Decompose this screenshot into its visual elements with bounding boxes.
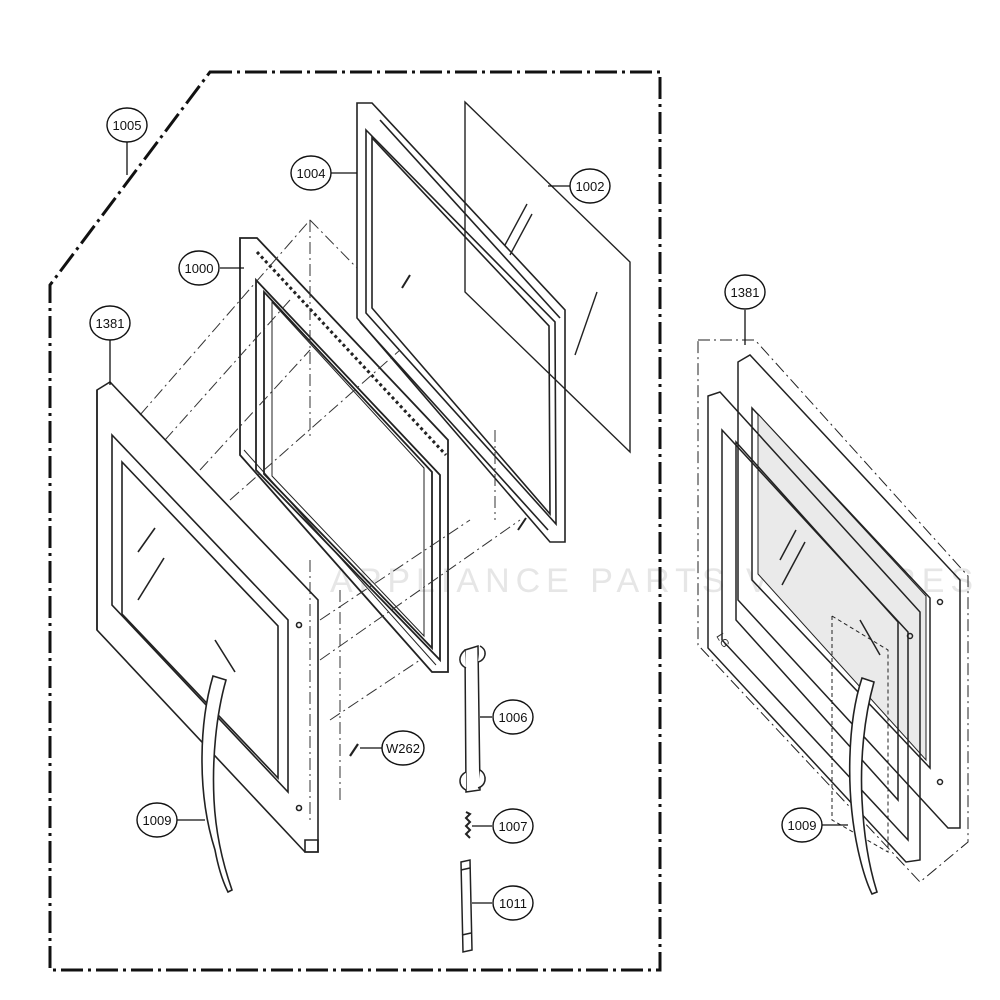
callout-1381-left-label: 1381 — [96, 316, 125, 331]
assembly-guide-lines-left — [139, 219, 521, 820]
part-1002-glass-panel — [464, 100, 631, 454]
callout-1009-left-label: 1009 — [143, 813, 172, 828]
callout-1004-label: 1004 — [297, 166, 326, 181]
callout-1005-label: 1005 — [113, 118, 142, 133]
callout-1011-label: 1011 — [499, 896, 527, 911]
callout-1002: 1002 — [569, 168, 611, 204]
callout-1000-label: 1000 — [185, 261, 214, 276]
callout-1009-right: 1009 — [781, 807, 823, 843]
part-1381-alt-door-right — [697, 339, 969, 883]
callout-1381-right: 1381 — [724, 274, 766, 310]
part-1009-handle-left — [201, 674, 233, 894]
assembly-boundary-1005 — [48, 70, 662, 972]
part-1004-inner-frame — [356, 102, 566, 543]
leader-lines — [109, 142, 848, 904]
callout-1011: 1011 — [492, 885, 534, 921]
callout-1002-label: 1002 — [576, 179, 605, 194]
callout-w262: W262 — [381, 730, 425, 766]
part-1006-latch — [459, 644, 486, 793]
screw-w262 — [349, 743, 359, 757]
callout-1005: 1005 — [106, 107, 148, 143]
callout-1009-right-label: 1009 — [788, 818, 817, 833]
callout-w262-label: W262 — [386, 741, 420, 756]
callout-1000: 1000 — [178, 250, 220, 286]
callout-1381-left: 1381 — [89, 305, 131, 341]
callout-1006-label: 1006 — [499, 710, 528, 725]
callout-1009-left: 1009 — [136, 802, 178, 838]
callout-1006: 1006 — [492, 699, 534, 735]
callout-1007-label: 1007 — [499, 819, 528, 834]
callout-1004: 1004 — [290, 155, 332, 191]
callout-1007: 1007 — [492, 808, 534, 844]
callout-1381-right-label: 1381 — [731, 285, 760, 300]
part-1007-spring — [464, 811, 472, 839]
part-1000-door-frame — [239, 237, 449, 673]
part-1009-handle-right — [848, 676, 878, 896]
screws-1004 — [401, 274, 527, 531]
part-1011-lever — [460, 859, 473, 953]
